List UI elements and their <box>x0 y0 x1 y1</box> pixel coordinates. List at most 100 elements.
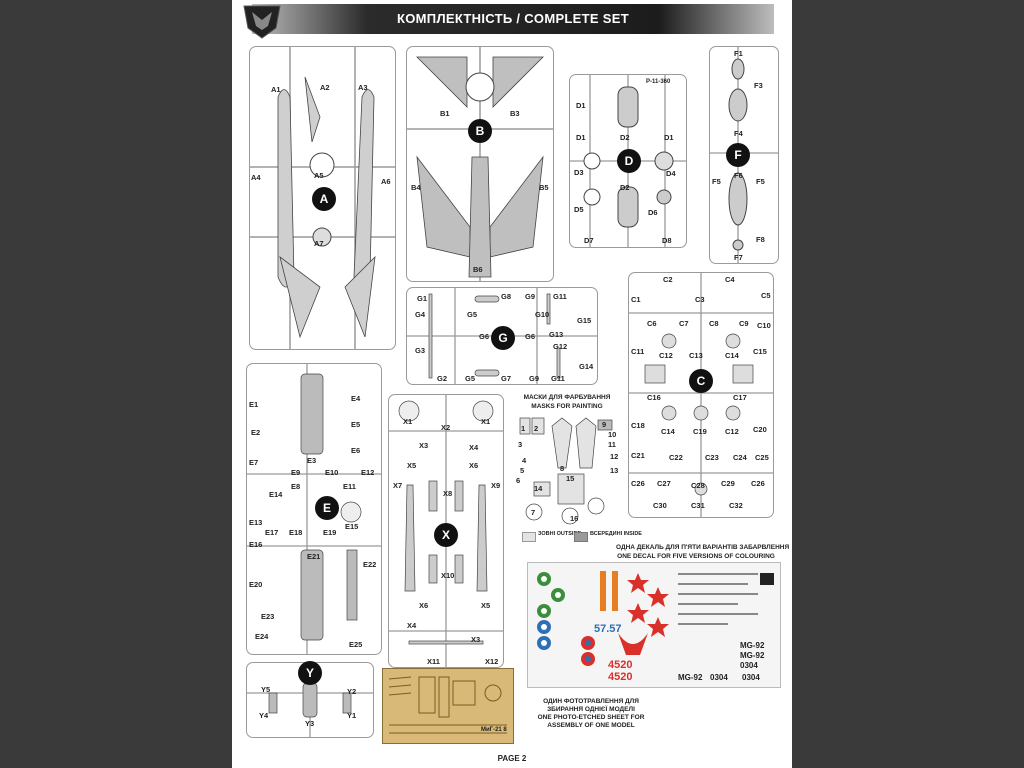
part-label-c11: C11 <box>631 347 645 356</box>
page-number: PAGE 2 <box>497 754 527 763</box>
sprue-b: B1 B3 B4 B5 B6 B <box>406 46 554 282</box>
part-label-e24: E24 <box>255 632 269 641</box>
part-label-c3: C3 <box>695 295 705 304</box>
part-label-e5: E5 <box>351 420 361 429</box>
part-label-e17: E17 <box>265 528 279 537</box>
part-label-c23: C23 <box>705 453 719 462</box>
part-label-e13: E13 <box>249 518 263 527</box>
mask-number-13: 13 <box>610 466 619 475</box>
sprue-a: A1 A2 A3 A4 A5 A6 A7 A <box>249 46 396 350</box>
decal-marking-0304-c: 0304 <box>742 673 760 682</box>
sprue-badge-g: G <box>491 326 515 350</box>
part-label-g6: G6 <box>479 332 490 341</box>
part-label-c6: C6 <box>647 319 657 328</box>
part-label-y2: Y2 <box>347 687 357 696</box>
part-label-e23: E23 <box>261 612 275 621</box>
part-label-e4: E4 <box>351 394 361 403</box>
decal-marking-0304-a: 0304 <box>740 661 758 670</box>
part-label-e12: E12 <box>361 468 375 477</box>
part-label-x3: X3 <box>419 441 429 450</box>
mask-number-2: 2 <box>534 424 539 433</box>
decal-marking-4520-b: 4520 <box>608 671 633 683</box>
part-label-x11: X11 <box>427 657 440 666</box>
part-label-c17: C17 <box>733 393 747 402</box>
part-label-b1: B1 <box>440 109 450 118</box>
part-label-e15: E15 <box>345 522 359 531</box>
part-label-e10: E10 <box>325 468 339 477</box>
mask-number-7: 7 <box>531 508 536 517</box>
part-label-c27: C27 <box>657 479 671 488</box>
part-label-a6: A6 <box>381 177 391 186</box>
part-label-c21: C21 <box>631 451 645 460</box>
part-label-c24: C24 <box>733 453 747 462</box>
part-label-y3: Y3 <box>305 719 315 728</box>
part-label-e19: E19 <box>323 528 337 537</box>
part-label-b4: B4 <box>411 183 421 192</box>
sprue-badge-e: E <box>315 496 339 520</box>
part-label-c12: C12 <box>659 351 673 360</box>
part-label-x7: X7 <box>393 481 403 490</box>
part-label-c30: C30 <box>653 501 667 510</box>
part-label-c22: C22 <box>669 453 683 462</box>
part-label-a4: A4 <box>251 173 261 182</box>
part-label-a7: A7 <box>314 239 324 248</box>
decal-marking-5757: 57.57 <box>594 623 622 635</box>
part-label-g9: G9 <box>525 292 536 301</box>
mask-number-14: 14 <box>534 484 543 493</box>
mask-number-5: 5 <box>520 466 525 475</box>
part-label-e14: E14 <box>269 490 283 499</box>
photoetch-caption-ua: ОДИН ФОТОТРАВЛЕННЯ ДЛЯ ЗБИРАННЯ ОДНІЄЇ М… <box>543 698 639 713</box>
part-label-d7: D7 <box>584 236 594 245</box>
part-label-g5: G5 <box>467 310 478 319</box>
part-label-c9: C9 <box>739 319 749 328</box>
page-header: КОМПЛЕКТНІСТЬ / COMPLETE SET <box>252 4 774 34</box>
part-label-f6: F6 <box>734 171 743 180</box>
part-label-c20: C20 <box>753 425 767 434</box>
part-label-y4: Y4 <box>259 711 269 720</box>
part-label-y5: Y5 <box>261 685 271 694</box>
part-label-x2: X2 <box>441 423 451 432</box>
masks-title-en: MASKS FOR PAINTING <box>531 403 603 410</box>
part-label-f7: F7 <box>734 253 743 262</box>
part-label-f5: F5 <box>712 177 721 186</box>
part-label-e3: E3 <box>307 456 317 465</box>
part-label-x4: X4 <box>469 443 479 452</box>
part-label-g1: G1 <box>417 294 428 303</box>
page-title: КОМПЛЕКТНІСТЬ / COMPLETE SET <box>397 11 629 26</box>
part-label-x9: X9 <box>491 481 501 490</box>
part-label-x5b: X5 <box>481 601 491 610</box>
decal-caption-ua: ОДНА ДЕКАЛЬ ДЛЯ П'ЯТИ ВАРІАНТІВ ЗАБАРВЛЕ… <box>616 544 790 551</box>
part-label-f1: F1 <box>734 49 743 58</box>
part-label-c1: C1 <box>631 295 641 304</box>
part-label-b3: B3 <box>510 109 520 118</box>
part-label-g4: G4 <box>415 310 426 319</box>
part-label-d2: D2 <box>620 133 630 142</box>
photoetch-code: MиГ-21 8 <box>481 727 507 733</box>
mask-number-16: 16 <box>570 514 579 523</box>
sprue-y: Y5 Y2 Y4 Y3 Y1 Y <box>246 661 374 738</box>
part-label-x1: X1 <box>403 417 413 426</box>
part-label-c4: C4 <box>725 275 735 284</box>
part-label-c25: C25 <box>755 453 769 462</box>
part-label-g2: G2 <box>437 374 448 383</box>
part-label-g13: G13 <box>549 330 564 339</box>
part-label-d1b: D1 <box>576 133 586 142</box>
part-label-x10: X10 <box>441 571 455 580</box>
masks-block: МАСКИ ДЛЯ ФАРБУВАННЯ MASKS FOR PAINTING … <box>516 394 618 544</box>
mask-number-4: 4 <box>522 456 527 465</box>
part-label-x12: X12 <box>485 657 499 666</box>
part-label-x8: X8 <box>443 489 453 498</box>
part-label-f5b: F5 <box>756 177 765 186</box>
part-label-c14b: C14 <box>661 427 675 436</box>
part-label-c26b: C26 <box>751 479 765 488</box>
part-label-c26: C26 <box>631 479 645 488</box>
part-label-d5: D5 <box>574 205 584 214</box>
sprue-badge-y: Y <box>298 661 322 685</box>
part-label-c12b: C12 <box>725 427 739 436</box>
photoetch-sheet: MиГ-21 8 <box>382 668 514 744</box>
part-label-g14: G14 <box>579 362 594 371</box>
part-label-g11b: G11 <box>551 374 565 383</box>
part-label-e7: E7 <box>249 458 259 467</box>
part-label-c2: C2 <box>663 275 673 284</box>
part-label-e1: E1 <box>249 400 259 409</box>
